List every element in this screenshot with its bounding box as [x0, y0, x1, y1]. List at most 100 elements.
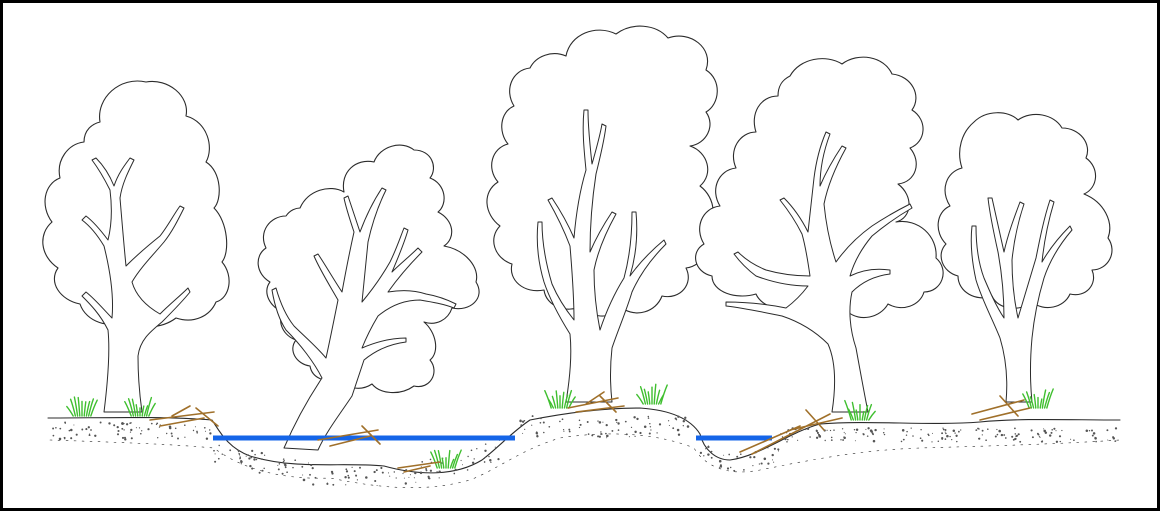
- gravel-speck: [436, 471, 437, 472]
- gravel-speck: [772, 454, 774, 456]
- gravel-speck: [767, 463, 769, 465]
- gravel-speck: [761, 463, 762, 464]
- gravel-speck: [301, 466, 303, 468]
- gravel-speck: [711, 457, 713, 459]
- gravel-speck: [1014, 428, 1016, 430]
- gravel-speck: [817, 432, 819, 434]
- gravel-speck: [711, 451, 713, 453]
- gravel-speck: [315, 477, 317, 479]
- gravel-speck: [543, 432, 545, 434]
- gravel-speck: [672, 427, 674, 429]
- gravel-speck: [1050, 432, 1052, 434]
- gravel-speck: [536, 435, 538, 437]
- gravel-speck: [246, 456, 247, 457]
- gravel-speck: [218, 445, 219, 446]
- gravel-speck: [932, 433, 933, 434]
- gravel-speck: [326, 483, 328, 485]
- gravel-speck: [471, 449, 473, 451]
- gravel-speck: [139, 427, 140, 428]
- gravel-speck: [685, 419, 686, 420]
- gravel-speck: [253, 458, 255, 460]
- gravel-speck: [819, 436, 821, 438]
- gravel-speck: [374, 480, 376, 482]
- gravel-speck: [591, 434, 593, 436]
- gravel-speck: [997, 434, 999, 436]
- gravel-speck: [563, 429, 564, 430]
- gravel-speck: [522, 433, 523, 434]
- gravel-speck: [64, 438, 65, 439]
- gravel-speck: [931, 441, 932, 442]
- gravel-speck: [462, 464, 463, 465]
- gravel-speck: [53, 435, 55, 437]
- gravel-speck: [677, 429, 680, 432]
- gravel-speck: [352, 467, 353, 468]
- gravel-speck: [286, 471, 288, 473]
- gravel-speck: [346, 470, 348, 472]
- gravel-speck: [69, 430, 71, 432]
- gravel-speck: [405, 482, 407, 484]
- gravel-speck: [809, 436, 811, 438]
- gravel-speck: [1059, 435, 1061, 437]
- gravel-speck: [683, 425, 684, 426]
- gravel-speck: [131, 437, 133, 439]
- gravel-speck: [597, 435, 599, 437]
- gravel-speck: [52, 428, 54, 430]
- gravel-speck: [825, 440, 826, 441]
- gravel-speck: [941, 438, 943, 440]
- gravel-speck: [439, 477, 440, 478]
- gravel-speck: [1056, 441, 1058, 443]
- gravel-speck: [88, 426, 90, 428]
- gravel-speck: [519, 420, 522, 423]
- gravel-speck: [951, 439, 952, 440]
- gravel-speck: [995, 435, 997, 437]
- gravel-speck: [254, 454, 256, 456]
- gravel-speck: [117, 433, 119, 435]
- gravel-speck: [786, 441, 788, 443]
- gravel-speck: [453, 473, 455, 475]
- gravel-speck: [536, 432, 538, 434]
- gravel-speck: [485, 457, 486, 458]
- gravel-speck: [985, 439, 987, 441]
- gravel-speck: [605, 433, 607, 435]
- gravel-speck: [108, 422, 110, 424]
- gravel-speck: [130, 429, 132, 431]
- gravel-speck: [998, 430, 1001, 433]
- gravel-speck: [1003, 434, 1005, 436]
- gravel-speck: [414, 472, 416, 474]
- gravel-speck: [733, 470, 735, 472]
- gravel-speck: [743, 469, 745, 471]
- gravel-speck: [903, 439, 905, 441]
- gravel-speck: [648, 416, 650, 418]
- gravel-speck: [331, 472, 333, 474]
- gravel-speck: [1053, 428, 1055, 430]
- gravel-speck: [65, 423, 66, 424]
- gravel-speck: [484, 461, 486, 463]
- gravel-speck: [461, 460, 462, 461]
- gravel-speck: [588, 433, 590, 435]
- gravel-speck: [723, 455, 724, 456]
- gravel-speck: [151, 423, 153, 425]
- gravel-speck: [831, 439, 833, 441]
- gravel-speck: [740, 453, 742, 455]
- gravel-speck: [251, 450, 253, 452]
- gravel-speck: [532, 415, 534, 417]
- gravel-speck: [884, 428, 885, 429]
- gravel-speck: [472, 462, 474, 464]
- gravel-speck: [238, 453, 240, 455]
- gravel-speck: [136, 427, 137, 428]
- gravel-speck: [256, 459, 257, 460]
- gravel-speck: [720, 466, 722, 468]
- gravel-speck: [843, 436, 844, 437]
- gravel-speck: [117, 426, 119, 428]
- gravel-speck: [1013, 439, 1015, 441]
- gravel-speck: [283, 458, 285, 460]
- gravel-speck: [394, 471, 395, 472]
- gravel-speck: [921, 440, 923, 442]
- gravel-speck: [831, 437, 833, 439]
- gravel-speck: [332, 484, 334, 486]
- gravel-speck: [606, 437, 607, 438]
- gravel-speck: [749, 456, 751, 458]
- gravel-speck: [580, 424, 582, 426]
- gravel-speck: [938, 441, 940, 443]
